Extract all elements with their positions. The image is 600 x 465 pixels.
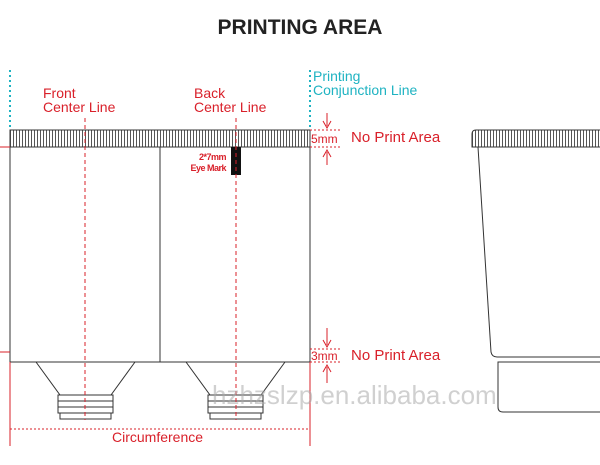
back-center-label: Back Center Line: [194, 86, 266, 114]
top-margin-arrows: [322, 113, 332, 383]
conjunction-label: Printing Conjunction Line: [313, 69, 417, 97]
bottom-margin-label: 3mm: [311, 349, 338, 363]
cap-ridge-band: [9, 129, 311, 148]
front-center-label: Front Center Line: [43, 86, 115, 114]
eye-mark-label-line1: 2*7mm: [198, 152, 227, 162]
tube-body-back: [159, 146, 311, 363]
top-margin-label: 5mm: [311, 132, 338, 146]
page-title: PRINTING AREA: [217, 16, 383, 39]
conjunction-label-line2: Conjunction Line: [313, 82, 418, 98]
circumference-label: Circumference: [112, 429, 204, 445]
no-print-top-label: No Print Area: [351, 129, 441, 146]
back-center-label-line1: Back: [194, 85, 226, 101]
eye-mark-label: 2*7mm Eye Mark: [180, 152, 226, 174]
eye-mark-label-line2: Eye Mark: [190, 163, 226, 173]
conjunction-label-line1: Printing: [313, 68, 361, 84]
front-center-label-line2: Center Line: [43, 99, 116, 115]
side-view-tube: [471, 129, 600, 413]
watermark: hzhzslzp.en.alibaba.com: [212, 380, 497, 410]
front-center-label-line1: Front: [43, 85, 76, 101]
no-print-bottom-label: No Print Area: [351, 347, 441, 364]
back-center-label-line2: Center Line: [194, 99, 267, 115]
